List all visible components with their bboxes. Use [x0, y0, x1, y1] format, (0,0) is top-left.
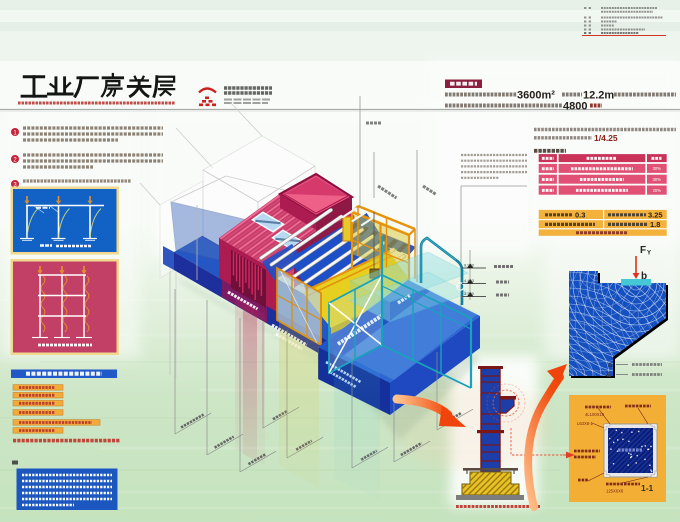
svg-text:3600m²: 3600m²: [517, 90, 555, 102]
svg-text:b: b: [641, 271, 647, 282]
svg-text:4L100X10: 4L100X10: [585, 412, 605, 417]
svg-text:2: 2: [13, 157, 17, 163]
svg-text:1.8: 1.8: [650, 220, 660, 229]
svg-text:1/4.25: 1/4.25: [594, 133, 618, 143]
svg-text:Y: Y: [647, 251, 651, 257]
svg-text:4800: 4800: [563, 101, 587, 113]
svg-text:12.2m: 12.2m: [583, 90, 614, 102]
svg-text:20%: 20%: [653, 188, 662, 193]
svg-text:1-1: 1-1: [641, 483, 654, 493]
svg-text:30%: 30%: [653, 166, 662, 171]
svg-text:3.300: 3.300: [464, 291, 475, 296]
svg-text:30%: 30%: [653, 177, 662, 182]
svg-text:&: &: [606, 370, 612, 379]
svg-text:9.900: 9.900: [464, 263, 475, 268]
svg-text:L63X6-1: L63X6-1: [577, 421, 594, 426]
svg-text:3: 3: [13, 182, 17, 188]
svg-text:1: 1: [13, 130, 17, 136]
svg-text:0.3: 0.3: [575, 211, 585, 220]
svg-text:125X6X8: 125X6X8: [606, 489, 624, 494]
svg-text:a: a: [608, 360, 613, 369]
svg-text:F: F: [640, 245, 646, 256]
svg-text:4.403: 4.403: [464, 278, 475, 283]
svg-text:3.25: 3.25: [648, 211, 663, 220]
